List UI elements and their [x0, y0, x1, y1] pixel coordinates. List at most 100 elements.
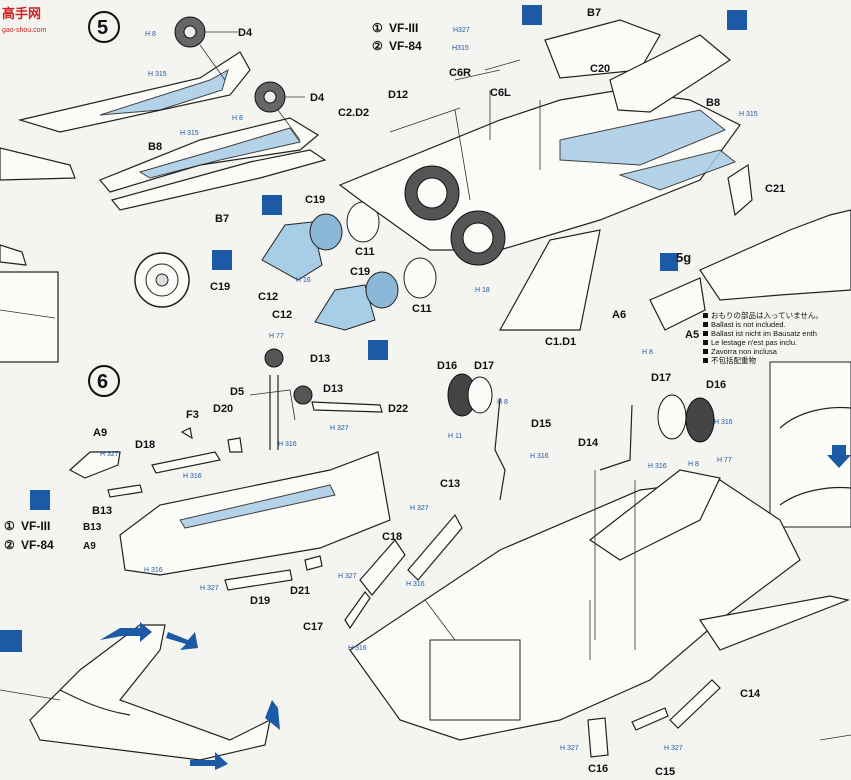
step-number-5: 5: [97, 17, 108, 39]
part-label-b8-b: B8: [706, 97, 720, 109]
part-label-c13: C13: [440, 478, 460, 490]
paint-label-h8-a: H 8: [145, 31, 156, 38]
part-label-d5: D5: [230, 386, 244, 398]
intake-parts: [68, 451, 391, 591]
version-legend-left: ① VF-III B13 ② VF-84 A9: [4, 519, 102, 552]
part-label-c12-a: C12: [258, 291, 278, 303]
tail-movement-diagram: [29, 622, 280, 770]
paint-label-h316-h: H 316: [348, 645, 367, 652]
lower-fuselage-assembly: [344, 469, 851, 758]
paint-label-h8-e: H 8: [688, 461, 699, 468]
version-top-1-paint: H327: [453, 27, 470, 34]
blue-arrow-markers: [0, 5, 747, 652]
part-label-c19-c: C19: [210, 281, 230, 293]
part-label-d14: D14: [578, 437, 599, 449]
ballast-note-line-4: Le lestage n'est pas inclu.: [711, 338, 797, 347]
paint-label-h8-b: H 8: [232, 115, 243, 122]
paint-label-h11: H 11: [448, 433, 462, 440]
part-label-a5: A5: [685, 329, 699, 341]
paint-label-h327-a: H 327: [330, 425, 349, 432]
paint-label-h316-d: H 316: [530, 453, 549, 460]
part-label-c11-b: C11: [412, 303, 432, 315]
part-label-a9: A9: [93, 427, 107, 439]
watermark-subtitle: gao-shou.com: [2, 27, 47, 34]
part-label-d18: D18: [135, 439, 155, 451]
paint-label-h18: H 18: [475, 287, 490, 294]
part-label-b7-a: B7: [215, 213, 229, 225]
watermark-title: 高手网: [2, 6, 41, 21]
part-label-d22: D22: [388, 403, 408, 415]
part-label-d17-b: D17: [651, 372, 671, 384]
paint-label-h316-g: H 316: [406, 581, 425, 588]
left-edge-parts: [0, 147, 76, 363]
part-label-a6: A6: [612, 309, 626, 321]
part-label-c15: C15: [655, 766, 675, 778]
part-label-d4-a: D4: [238, 27, 253, 39]
paint-label-h315-c: H 315: [739, 111, 758, 118]
version-top-2-name: VF-84: [389, 39, 422, 53]
paint-label-h316-c: H 316: [144, 567, 163, 574]
paint-label-h315-a: H 315: [148, 71, 167, 78]
version-left-1-part: B13: [83, 522, 102, 533]
part-label-c11-a: C11: [355, 246, 375, 258]
paint-label-h8-d: H 8: [497, 399, 508, 406]
part-label-c17: C17: [303, 621, 323, 633]
part-label-d4-b: D4: [310, 92, 325, 104]
version-left-2-name: VF-84: [21, 538, 54, 552]
version-left-2-num: ②: [4, 538, 15, 552]
paint-label-h327-e: H 327: [338, 573, 357, 580]
part-label-b7-b: B7: [587, 7, 601, 19]
main-wheels: [447, 373, 715, 501]
ballast-note: おもりの部品は入っていません。 Ballast is not included.…: [711, 310, 823, 365]
part-label-c1d1: C1.D1: [545, 336, 576, 348]
paint-label-h327-d: H 327: [410, 505, 429, 512]
paint-label-h316-a: H 316: [278, 441, 297, 448]
paint-label-h327-g: H 327: [664, 745, 683, 752]
paint-label-h8-c: H 8: [642, 349, 653, 356]
intake-ducts-group: [17, 16, 327, 211]
step-5-marker: 5: [88, 11, 120, 43]
part-label-c16: C16: [588, 763, 608, 775]
paint-label-h77-a: H 77: [269, 333, 284, 340]
version-legend-top: ① VF-III H327 ② VF-84 H315: [372, 21, 470, 53]
main-gear-strut: [180, 348, 383, 453]
paint-label-h315-b: H 315: [180, 130, 199, 137]
part-label-c20: C20: [590, 63, 610, 75]
paint-label-h316-b: H 316: [183, 473, 202, 480]
part-label-c6r: C6R: [449, 67, 471, 79]
part-label-d12: D12: [388, 89, 408, 101]
part-label-c19-b: C19: [350, 266, 370, 278]
part-label-f3: F3: [186, 409, 199, 421]
part-label-c14: C14: [740, 688, 761, 700]
part-label-d13-a: D13: [310, 353, 330, 365]
paint-label-h327-c: H 327: [200, 585, 219, 592]
part-label-c18: C18: [382, 531, 402, 543]
version-top-2-num: ②: [372, 39, 383, 53]
part-label-d17-a: D17: [474, 360, 494, 372]
part-label-c19-a: C19: [305, 194, 325, 206]
version-top-1-name: VF-III: [389, 21, 418, 35]
part-label-c2d2: C2.D2: [338, 107, 369, 119]
paint-label-h16: H 16: [296, 277, 311, 284]
part-label-c12-b: C12: [272, 309, 292, 321]
ballast-note-line-2: Ballast is not included.: [711, 320, 786, 329]
part-label-c21: C21: [765, 183, 785, 195]
ballast-note-line-3: Ballast ist nicht im Bausatz enth: [711, 329, 817, 338]
version-top-1-num: ①: [372, 21, 383, 35]
cockpit-assembly: [649, 209, 851, 528]
version-top-2-paint: H315: [452, 45, 469, 52]
ballast-note-line-5: Zavorra non inclusa: [711, 347, 778, 356]
ballast-note-line-1: おもりの部品は入っていません。: [711, 310, 823, 320]
part-label-d16-b: D16: [706, 379, 726, 391]
ballast-note-line-6: 不包括配重物: [711, 355, 756, 365]
part-label-d21: D21: [290, 585, 310, 597]
watermark: 高手网 gao-shou.com: [2, 6, 47, 34]
ballast-weight-label: 5g: [676, 250, 691, 265]
part-label-b8-a: B8: [148, 141, 162, 153]
step-number-6: 6: [97, 371, 108, 393]
part-label-d20: D20: [213, 403, 233, 415]
version-left-1-name: VF-III: [21, 519, 50, 533]
part-label-d13-b: D13: [323, 383, 343, 395]
part-label-d16-a: D16: [437, 360, 457, 372]
